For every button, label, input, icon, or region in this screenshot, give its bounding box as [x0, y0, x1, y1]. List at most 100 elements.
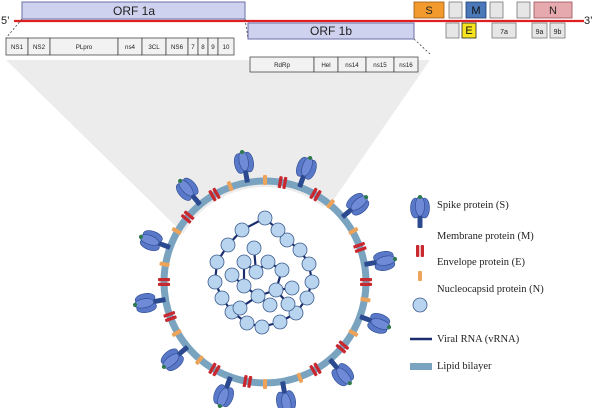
n-gene-label: N — [549, 5, 557, 17]
membrane-protein — [309, 362, 322, 377]
nsp-label: NS6 — [171, 44, 184, 51]
envelope-protein — [195, 355, 204, 365]
nucleocapsid-protein — [209, 254, 225, 270]
e-gene-label: E — [465, 25, 472, 37]
orf1a-connector-right — [244, 18, 249, 39]
spike-protein — [328, 358, 355, 387]
nucleocapsid-protein — [274, 262, 290, 278]
m-gene-label: M — [471, 5, 480, 17]
membrane-protein — [277, 176, 288, 189]
nucleocapsid-protein — [214, 290, 230, 306]
spike-protein — [234, 150, 254, 183]
membrane-protein — [353, 241, 367, 253]
envelope-protein — [326, 199, 335, 209]
spike-protein — [364, 251, 397, 271]
membrane-protein — [360, 278, 372, 286]
orf7a-box — [491, 22, 517, 39]
nucleocapsid-protein — [279, 232, 295, 248]
nsp-label: ns4 — [125, 44, 136, 51]
spike-protein — [138, 230, 171, 251]
legend-icons — [410, 195, 432, 370]
membrane-protein — [335, 340, 350, 354]
legend-icon-lipid — [410, 363, 432, 370]
membrane-protein — [208, 187, 221, 202]
spike-protein — [276, 381, 296, 408]
nsp-label: NS1 — [11, 44, 24, 51]
nucleocapsid-protein — [232, 300, 248, 316]
s-gene-box — [413, 1, 445, 19]
membrane-protein — [242, 375, 253, 388]
nsp-box — [217, 37, 235, 56]
ribonucleoprotein-complex — [207, 210, 320, 335]
nucleocapsid-protein — [292, 242, 308, 258]
legend-icon-nucleocapsid — [412, 297, 428, 313]
nucleocapsid-protein — [224, 267, 240, 283]
orf4-box — [445, 22, 460, 39]
orf1a-box — [21, 1, 246, 20]
nucleocapsid-protein — [272, 314, 288, 330]
nucleocapsid-protein — [220, 237, 236, 253]
nucleocapsid-protein — [270, 222, 286, 238]
orf9a-label: 9a — [536, 29, 544, 36]
envelope-protein — [226, 181, 234, 192]
orf1b-connector-right — [413, 38, 431, 55]
nucleocapsid-protein — [234, 222, 250, 238]
spike-protein — [359, 313, 392, 334]
envelope-protein — [296, 372, 304, 383]
nucleocapsid-protein — [248, 264, 264, 280]
surface-proteins — [133, 150, 397, 408]
legend-label-membrane: Membrane protein (M) — [437, 230, 534, 242]
nsp-label: NS2 — [33, 44, 46, 51]
nucleocapsid-protein — [246, 240, 262, 256]
membrane-protein — [416, 245, 424, 257]
legend-label-lipid: Lipid bilayer — [437, 360, 492, 372]
nsp-box — [393, 56, 419, 73]
spike-protein — [296, 155, 317, 188]
n-gene-box — [533, 1, 573, 19]
envelope-protein — [360, 297, 371, 303]
spike-protein — [133, 293, 166, 313]
orf1b-box — [247, 22, 415, 40]
nsp-label: 9 — [211, 44, 215, 51]
nsp-label: ns14 — [345, 62, 359, 69]
membrane-protein — [163, 311, 177, 323]
s-gene-label: S — [425, 5, 432, 17]
nucleocapsid-protein — [301, 256, 317, 272]
membrane-protein — [309, 187, 322, 202]
nucleocapsid-protein — [257, 210, 273, 226]
envelope-protein — [171, 227, 182, 235]
orf1a-connector-left — [5, 18, 23, 39]
nsp-label: 8 — [201, 44, 205, 51]
nucleocapsid-protein — [284, 280, 300, 296]
nucleocapsid-protein — [262, 297, 278, 313]
spike-protein — [213, 376, 234, 408]
nsp-label: ns16 — [399, 62, 413, 69]
virion-interior — [170, 187, 360, 377]
nucleocapsid-protein — [236, 278, 252, 294]
envelope-protein — [418, 271, 422, 281]
nsp-label: 3CL — [148, 44, 160, 51]
nucleocapsid-protein — [239, 315, 255, 331]
nucleocapsid-protein — [260, 254, 276, 270]
envelope-protein — [348, 329, 359, 337]
legend-label-nucleocapsid: Nucleocapsid protein (N) — [437, 283, 544, 295]
envelope-protein — [263, 175, 267, 185]
spike-protein — [160, 345, 189, 372]
envelope-protein — [171, 329, 182, 337]
nucleocapsid-protein — [207, 274, 223, 290]
orf1b-label: ORF 1b — [310, 24, 352, 38]
orf3-box — [448, 1, 463, 19]
nucleocapsid-protein — [268, 282, 284, 298]
nsp-label: RdRp — [274, 62, 290, 69]
virion — [133, 150, 397, 408]
e-gene-box — [461, 22, 477, 39]
nucleocapsid-protein — [299, 290, 315, 306]
orf7a-label: 7a — [500, 29, 508, 36]
orf1a-label: ORF 1a — [113, 4, 155, 18]
spike-protein — [410, 195, 430, 228]
spike-protein — [341, 192, 370, 219]
nucleocapsid-protein — [304, 274, 320, 290]
nucleocapsid-protein — [280, 296, 296, 312]
